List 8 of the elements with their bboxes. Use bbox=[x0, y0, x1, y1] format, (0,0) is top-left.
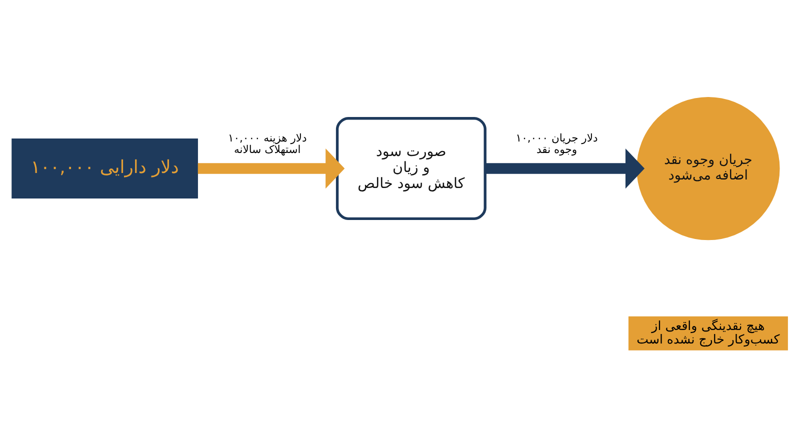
node-circle: جریان وجوه نقد اضافه می‌شود bbox=[636, 96, 780, 240]
edge-label: ۱۰,۰۰۰ دلار هزینه استهلاک سالانه bbox=[228, 130, 307, 156]
arrow bbox=[198, 148, 345, 188]
node-box: ۱۰۰,۰۰۰ دلار دارایی bbox=[12, 138, 198, 198]
edge-label: ۱۰,۰۰۰ دلار جریان وجوه نقد bbox=[516, 130, 598, 156]
node-box: صورت سود و زیان کاهش سود خالص bbox=[336, 116, 486, 220]
label: هیچ نقدینگی واقعی از کسب‌وکار خارج نشده است bbox=[636, 317, 780, 346]
arrow bbox=[485, 148, 645, 188]
